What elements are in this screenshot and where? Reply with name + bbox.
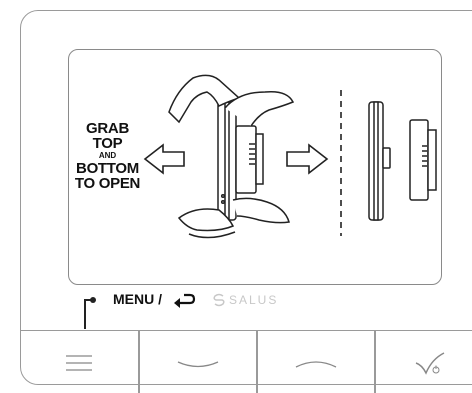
instruction-grab: GRAB xyxy=(86,120,129,137)
thermostat-parts-separated xyxy=(368,101,437,221)
menu-button[interactable] xyxy=(20,330,138,393)
menu-pointer-line-vertical xyxy=(84,299,86,329)
up-button[interactable] xyxy=(256,330,374,393)
instruction-to-open: TO OPEN xyxy=(74,175,141,192)
button-divider xyxy=(138,331,140,393)
salus-logo-icon xyxy=(213,293,225,307)
button-divider xyxy=(374,331,376,393)
brand-logo: SALUS xyxy=(212,293,278,307)
display-screen xyxy=(68,49,442,285)
thermostat-device xyxy=(20,10,472,385)
menu-icon xyxy=(66,355,92,371)
instruction-top: TOP xyxy=(92,135,123,152)
confirm-power-button[interactable] xyxy=(374,330,472,393)
menu-label: MENU / xyxy=(113,291,162,307)
arrow-left-icon xyxy=(143,143,185,175)
removal-illustration xyxy=(143,74,437,239)
arrow-right-icon xyxy=(286,143,329,175)
back-arrow-icon xyxy=(174,293,196,308)
instruction-bottom: BOTTOM xyxy=(76,160,139,177)
chevron-up-icon xyxy=(295,361,337,368)
button-divider xyxy=(256,331,258,393)
chevron-down-icon xyxy=(177,361,219,368)
open-instruction: GRAB TOP AND BOTTOM TO OPEN xyxy=(60,121,155,191)
instruction-and: AND xyxy=(98,151,117,160)
brand-name: SALUS xyxy=(229,293,279,307)
down-button[interactable] xyxy=(138,330,256,393)
menu-pointer-line xyxy=(84,299,94,301)
thermostat-side-view-open xyxy=(168,74,295,239)
button-bar xyxy=(20,330,472,393)
check-power-icon xyxy=(415,352,445,375)
